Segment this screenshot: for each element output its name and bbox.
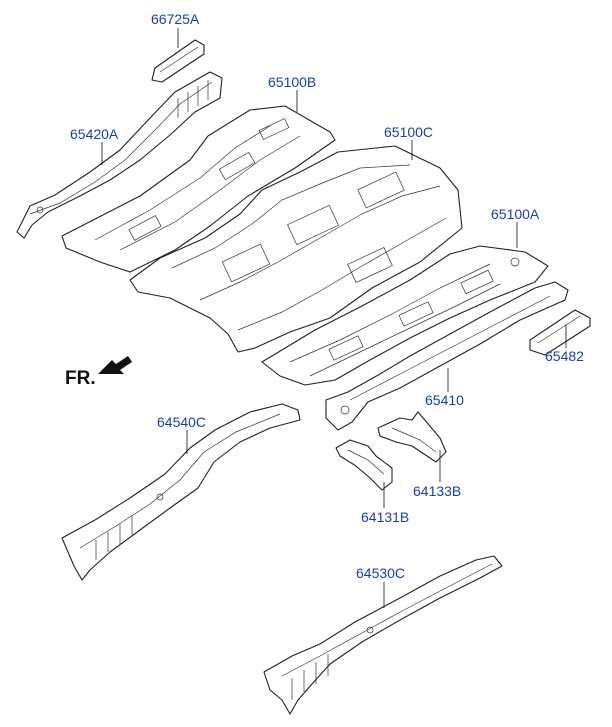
part-65100C-shape	[129, 145, 463, 353]
part-label-64530C[interactable]: 64530C	[356, 565, 406, 581]
part-label-65410[interactable]: 65410	[425, 392, 464, 408]
part-label-65420A[interactable]: 65420A	[70, 126, 119, 142]
part-65482-shape	[529, 309, 591, 356]
part-66725A-shape	[151, 39, 205, 83]
part-64540C-shape	[61, 403, 301, 581]
front-arrow-icon	[98, 356, 132, 374]
part-label-65100A[interactable]: 65100A	[491, 206, 540, 222]
part-65410-shape	[325, 281, 569, 431]
part-65100B-shape	[61, 105, 336, 273]
part-label-64131B[interactable]: 64131B	[361, 509, 410, 525]
part-65420A-shape	[16, 71, 223, 239]
leader-lines	[101, 28, 567, 608]
part-label-65482[interactable]: 65482	[545, 348, 584, 364]
part-label-66725A[interactable]: 66725A	[151, 11, 200, 27]
part-label-64133B[interactable]: 64133B	[413, 483, 462, 499]
part-label-65100C[interactable]: 65100C	[384, 124, 434, 140]
part-64133B-shape	[377, 411, 447, 463]
part-label-65100B[interactable]: 65100B	[268, 74, 317, 90]
part-label-64540C[interactable]: 64540C	[157, 414, 207, 430]
part-64530C-shape	[263, 555, 503, 715]
front-direction-label: FR.	[65, 368, 96, 389]
part-64131B-shape	[335, 439, 393, 491]
part-65100A-shape	[261, 245, 549, 386]
